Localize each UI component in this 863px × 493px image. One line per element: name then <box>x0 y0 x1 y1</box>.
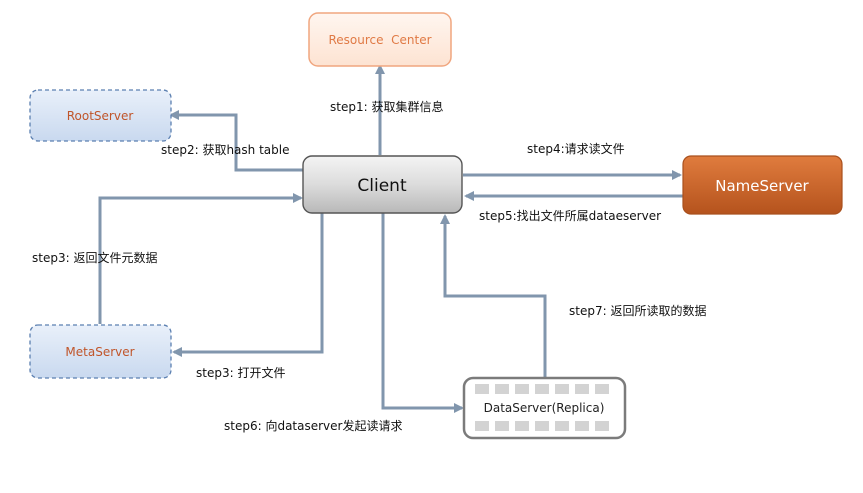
root-server-label: RootServer <box>67 109 134 123</box>
step5-label: step5:找出文件所属dataeserver <box>479 208 661 223</box>
step7-label: step7: 返回所读取的数据 <box>569 303 706 318</box>
step3-open-label: step3: 打开文件 <box>196 365 285 380</box>
arrow-step2 <box>169 110 303 172</box>
meta-server-node: MetaServer <box>29 324 172 379</box>
arrow-step6 <box>381 213 464 413</box>
data-server-node: DataServer(Replica) <box>462 376 627 440</box>
name-server-node: NameServer <box>682 155 843 215</box>
resource-center-label: Resource Center <box>328 33 431 47</box>
connectors <box>98 64 683 413</box>
root-server-node: RootServer <box>29 89 172 142</box>
step2-label: step2: 获取hash table <box>161 143 289 157</box>
step-labels: step1: 获取集群信息 step2: 获取hash table step3:… <box>32 99 706 433</box>
step6-label: step6: 向dataserver发起读请求 <box>224 418 402 433</box>
client-node: Client <box>302 155 463 214</box>
step1-label: step1: 获取集群信息 <box>330 99 443 114</box>
data-server-label: DataServer(Replica) <box>484 401 605 415</box>
data-server-blocks <box>475 384 609 431</box>
meta-server-label: MetaServer <box>65 345 134 359</box>
resource-center-node: Resource Center <box>308 12 452 67</box>
client-label: Client <box>357 176 407 196</box>
arrow-step7 <box>440 214 547 378</box>
step4-label: step4:请求读文件 <box>527 141 625 156</box>
arrow-step3-return <box>98 193 303 324</box>
arrow-step3-open <box>172 213 324 357</box>
step3-return-label: step3: 返回文件元数据 <box>32 250 157 265</box>
name-server-label: NameServer <box>715 177 809 195</box>
